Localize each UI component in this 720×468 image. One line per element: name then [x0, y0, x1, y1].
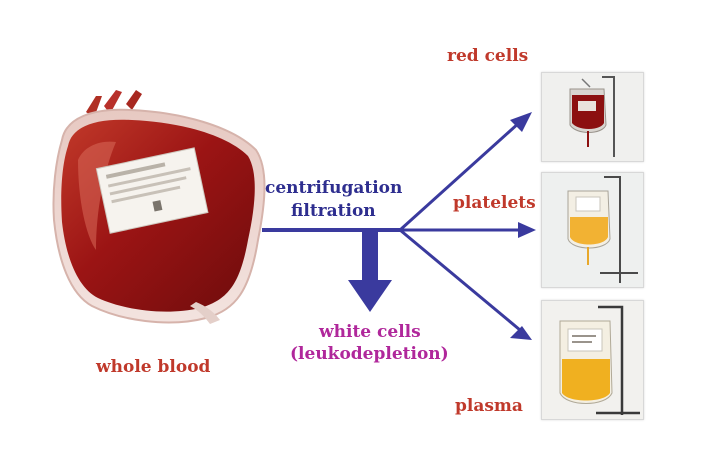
- leukodepletion-label: (leukodepletion): [290, 344, 449, 364]
- white-cells-label: white cells: [319, 322, 421, 342]
- plasma-label: plasma: [455, 396, 523, 416]
- platelets-label: platelets: [453, 193, 536, 213]
- red-cells-label: red cells: [447, 46, 529, 66]
- arrow-to-platelets: [400, 222, 536, 238]
- arrow-to-plasma: [399, 228, 532, 340]
- whole-blood-label: whole blood: [96, 357, 211, 377]
- down-arrow: [348, 230, 392, 312]
- plasma-bag-image: [541, 300, 644, 420]
- whole-blood-bag-image: [52, 90, 266, 324]
- red-cells-bag-image: [541, 72, 644, 162]
- process-label-filtration: filtration: [291, 201, 376, 221]
- arrow-to-red-cells: [398, 112, 532, 232]
- process-label-centrifugation: centrifugation: [265, 178, 403, 198]
- platelets-bag-image: [541, 172, 644, 288]
